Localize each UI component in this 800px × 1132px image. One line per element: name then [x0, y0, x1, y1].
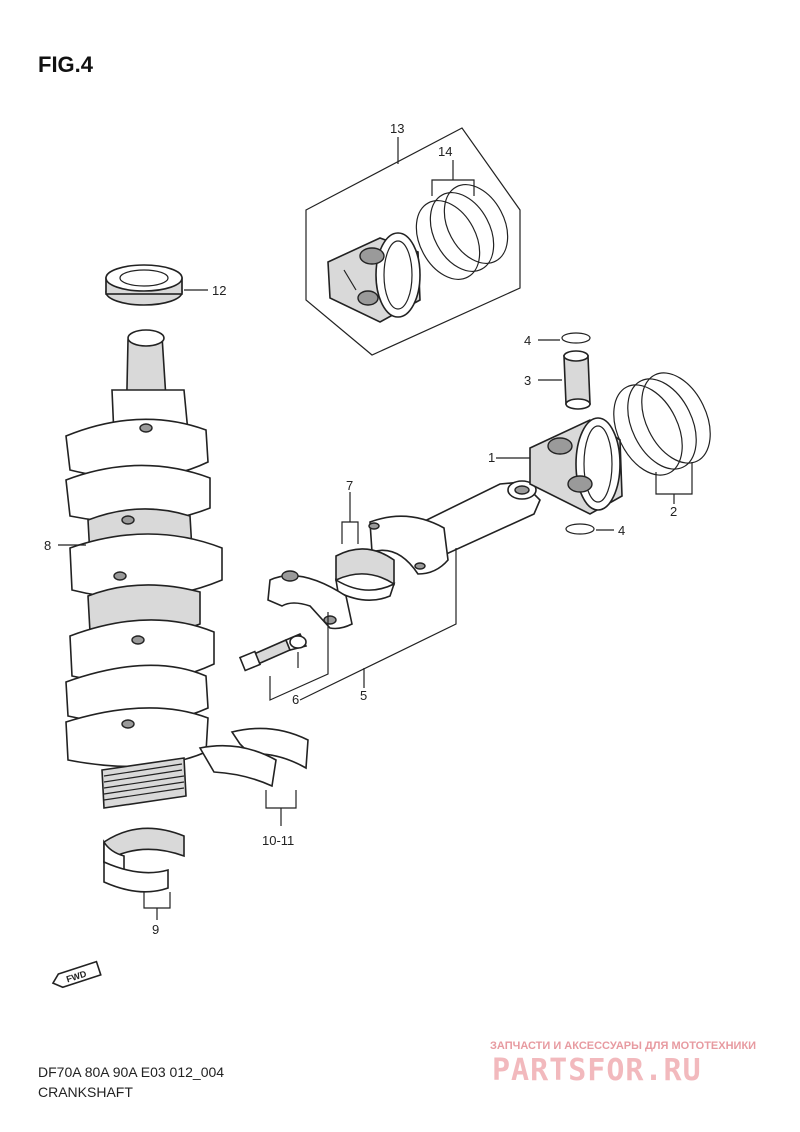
piston-pin: 3 [524, 350, 591, 410]
kit-piston-rings [415, 184, 509, 280]
forward-arrow-icon [51, 960, 102, 989]
callout-7: 7 [346, 478, 353, 493]
connecting-rod-assembly: 7 6 5 [238, 478, 541, 707]
watermark-tagline: ЗАПЧАСТИ И АКСЕССУАРЫ ДЛЯ МОТОТЕХНИКИ [490, 1040, 756, 1052]
footer-code: DF70A 80A 90A E03 012_004 [38, 1064, 224, 1080]
callout-6: 6 [292, 692, 299, 707]
piston: 1 [488, 417, 623, 515]
callout-1: 1 [488, 450, 495, 465]
callout-13: 13 [390, 121, 404, 136]
crank-bearing: 9 [103, 827, 185, 937]
thrust-washers: 10-11 [198, 727, 309, 848]
callout-10-11: 10-11 [262, 833, 294, 848]
callout-9: 9 [152, 922, 159, 937]
callout-5: 5 [360, 688, 367, 703]
callout-4-lower: 4 [618, 523, 625, 538]
piston-kit-box: 13 14 [305, 121, 521, 356]
watermark: ЗАПЧАСТИ И АКСЕССУАРЫ ДЛЯ МОТОТЕХНИКИ PA… [490, 1040, 756, 1088]
forward-badge: FWD [51, 960, 102, 989]
callout-12: 12 [212, 283, 226, 298]
crankshaft-counterweights [65, 418, 223, 768]
crankshaft: 8 [44, 329, 223, 809]
figure-title: FIG.4 [38, 52, 94, 77]
crankshaft-gear [101, 757, 187, 809]
circlip-lower: 4 [565, 523, 625, 538]
callout-3: 3 [524, 373, 531, 388]
watermark-site: PARTSFOR.RU [492, 1053, 702, 1088]
callout-14: 14 [438, 144, 452, 159]
callout-8: 8 [44, 538, 51, 553]
callout-4-upper: 4 [524, 333, 531, 348]
kit-piston [327, 232, 421, 323]
callout-2: 2 [670, 504, 677, 519]
piston-rings: 2 [613, 372, 711, 519]
footer-name: CRANKSHAFT [38, 1084, 133, 1100]
circlip-upper: 4 [524, 332, 591, 348]
oil-seal: 12 [105, 264, 226, 306]
